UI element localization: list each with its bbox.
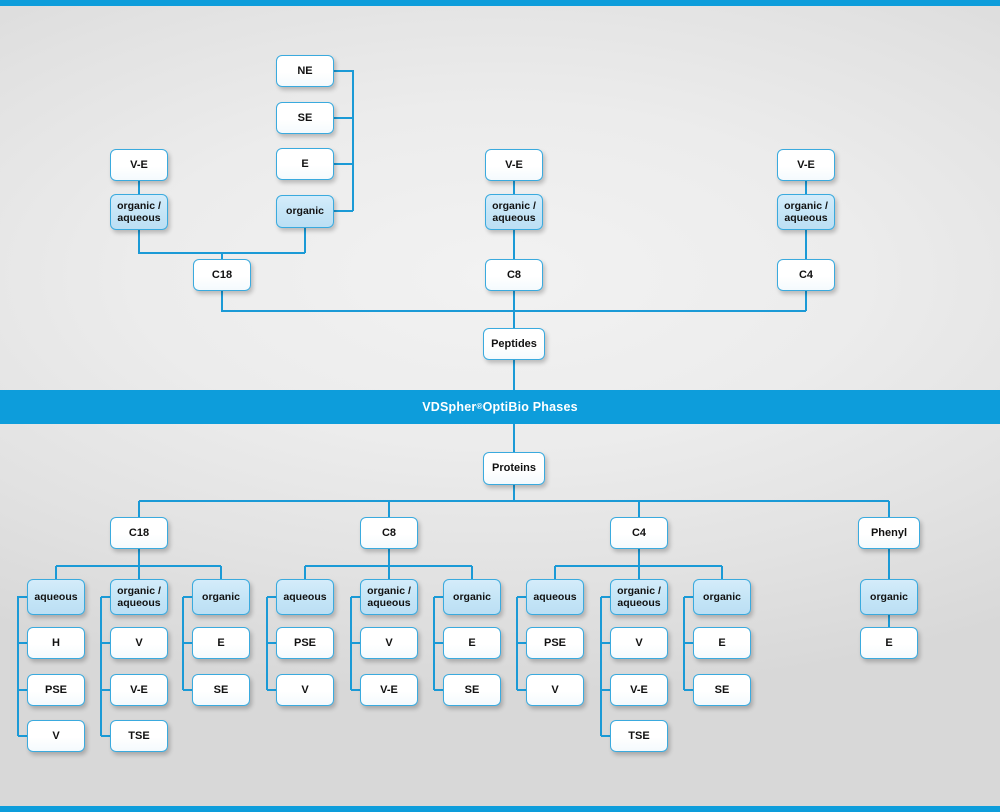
node-c18-organic-aqueous[interactable]: organic / aqueous <box>110 579 168 615</box>
node-c4-aqueous-child-1[interactable]: PSE <box>526 627 584 659</box>
node-phenyl-organic[interactable]: organic <box>860 579 918 615</box>
node-proteins-root[interactable]: Proteins <box>483 452 545 485</box>
node-c8-organic-aqueous-child-1[interactable]: V <box>360 627 418 659</box>
label-line-2: aqueous <box>784 212 828 224</box>
node-c4-aqueous-child-2[interactable]: V <box>526 674 584 706</box>
node-organic-aqueous-c8-top[interactable]: organic / aqueous <box>485 194 543 230</box>
node-c4-aqueous[interactable]: aqueous <box>526 579 584 615</box>
node-c18-organic-child-2[interactable]: SE <box>192 674 250 706</box>
node-c4-organic-aqueous[interactable]: organic / aqueous <box>610 579 668 615</box>
node-c8-aqueous-child-2[interactable]: V <box>276 674 334 706</box>
node-c18-peptides[interactable]: C18 <box>193 259 251 291</box>
node-c4-organic-child-2[interactable]: SE <box>693 674 751 706</box>
node-c8-aqueous-child-1[interactable]: PSE <box>276 627 334 659</box>
node-ve-c4[interactable]: V-E <box>777 149 835 181</box>
node-organic-c18-top[interactable]: organic <box>276 195 334 228</box>
node-c8-organic-aqueous-child-2[interactable]: V-E <box>360 674 418 706</box>
section-banner: VDSpher® OptiBio Phases <box>0 390 1000 424</box>
node-ve-c18[interactable]: V-E <box>110 149 168 181</box>
node-c4-organic-aqueous-child-3[interactable]: TSE <box>610 720 668 752</box>
node-c8-organic-aqueous[interactable]: organic / aqueous <box>360 579 418 615</box>
label-line-1: organic / <box>492 199 536 212</box>
node-ve-c8[interactable]: V-E <box>485 149 543 181</box>
node-c18-organic-aqueous-child-2[interactable]: V-E <box>110 674 168 706</box>
label-line-2: aqueous <box>367 597 411 609</box>
node-se[interactable]: SE <box>276 102 334 134</box>
node-c4-organic-child-1[interactable]: E <box>693 627 751 659</box>
node-c4-proteins[interactable]: C4 <box>610 517 668 549</box>
banner-text-before: VDSpher <box>422 400 477 414</box>
node-c8-peptides[interactable]: C8 <box>485 259 543 291</box>
node-c18-aqueous-child-1[interactable]: H <box>27 627 85 659</box>
node-c18-organic[interactable]: organic <box>192 579 250 615</box>
node-c18-proteins[interactable]: C18 <box>110 517 168 549</box>
node-organic-aqueous-c18-top[interactable]: organic / aqueous <box>110 194 168 230</box>
node-c8-organic[interactable]: organic <box>443 579 501 615</box>
node-e[interactable]: E <box>276 148 334 180</box>
node-c8-organic-child-1[interactable]: E <box>443 627 501 659</box>
label-line-2: aqueous <box>117 212 161 224</box>
node-c4-peptides[interactable]: C4 <box>777 259 835 291</box>
node-phenyl-organic-child-1[interactable]: E <box>860 627 918 659</box>
label-line-1: organic / <box>117 584 161 597</box>
top-accent-bar <box>0 0 1000 6</box>
node-c8-aqueous[interactable]: aqueous <box>276 579 334 615</box>
node-c18-organic-child-1[interactable]: E <box>192 627 250 659</box>
node-c4-organic-aqueous-child-1[interactable]: V <box>610 627 668 659</box>
label-line-2: aqueous <box>117 597 161 609</box>
node-c4-organic[interactable]: organic <box>693 579 751 615</box>
label-line-1: organic / <box>367 584 411 597</box>
node-c18-organic-aqueous-child-1[interactable]: V <box>110 627 168 659</box>
node-c18-aqueous[interactable]: aqueous <box>27 579 85 615</box>
node-c18-aqueous-child-2[interactable]: PSE <box>27 674 85 706</box>
banner-text-after: OptiBio Phases <box>482 400 578 414</box>
node-c8-proteins[interactable]: C8 <box>360 517 418 549</box>
node-organic-aqueous-c4-top[interactable]: organic / aqueous <box>777 194 835 230</box>
node-c18-aqueous-child-3[interactable]: V <box>27 720 85 752</box>
node-ne[interactable]: NE <box>276 55 334 87</box>
node-c18-organic-aqueous-child-3[interactable]: TSE <box>110 720 168 752</box>
node-peptides-root[interactable]: Peptides <box>483 328 545 360</box>
label-line-1: organic / <box>617 584 661 597</box>
node-phenyl-proteins[interactable]: Phenyl <box>858 517 920 549</box>
bottom-accent-bar <box>0 806 1000 812</box>
label-line-1: organic / <box>784 199 828 212</box>
node-c8-organic-child-2[interactable]: SE <box>443 674 501 706</box>
node-c4-organic-aqueous-child-2[interactable]: V-E <box>610 674 668 706</box>
label-line-2: aqueous <box>617 597 661 609</box>
label-line-2: aqueous <box>492 212 536 224</box>
label-line-1: organic / <box>117 199 161 212</box>
